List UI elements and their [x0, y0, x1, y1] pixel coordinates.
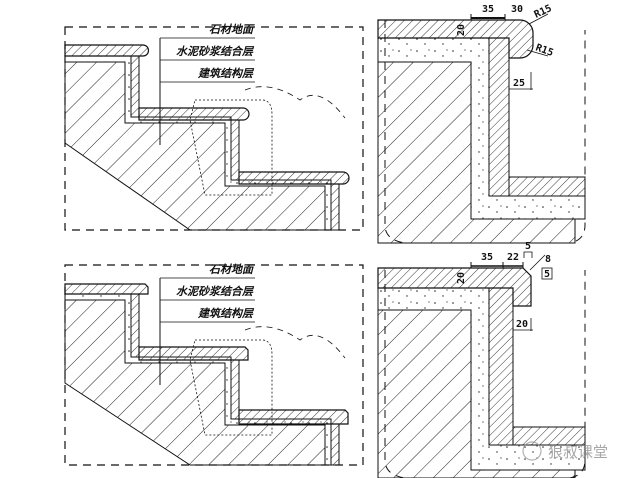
dim-gap: 5 — [525, 241, 531, 252]
detail-callout — [189, 99, 273, 196]
label-stone-floor: 石材地面 — [209, 23, 255, 36]
stone-riser — [330, 423, 340, 466]
stone-riser — [230, 119, 240, 181]
panel-bottom-right: 35 22 20 5 8 5 20 — [377, 241, 586, 478]
structure-layer — [64, 299, 326, 466]
panel-bottom-left: 石材地面 水泥砂浆结合层 建筑结构层 — [64, 263, 364, 466]
stone-tread — [138, 346, 249, 361]
stone-riser — [330, 183, 340, 231]
stone-riser — [130, 55, 140, 118]
stone-tread — [238, 171, 350, 185]
dim-thickness: 20 — [456, 24, 467, 36]
label-mortar-layer: 水泥砂浆结合层 — [176, 285, 255, 298]
stone-tread — [377, 267, 532, 307]
dim-radius-top: R15 — [533, 3, 554, 21]
detail-callout — [189, 339, 273, 436]
dim-top-a: 35 — [481, 252, 493, 263]
label-structure-layer: 建筑结构层 — [197, 67, 255, 80]
panel-top-right: 35 30 20 R15 R15 25 — [377, 3, 586, 244]
stone-tread-lower — [512, 426, 586, 446]
dim-top-b: 22 — [507, 252, 519, 263]
stone-tread — [64, 283, 149, 295]
stone-tread — [238, 409, 349, 425]
stone-riser — [488, 287, 514, 446]
panel-top-left: 石材地面 水泥砂浆结合层 建筑结构层 — [64, 23, 364, 231]
stone-riser — [130, 293, 140, 358]
dim-chamfer-a: 8 — [545, 254, 551, 265]
stone-tread — [377, 19, 534, 59]
watermark-logo-icon — [522, 441, 542, 461]
dim-top-b: 30 — [511, 4, 523, 15]
watermark: 狠叔课堂 — [522, 441, 608, 461]
label-stone-floor: 石材地面 — [209, 263, 255, 276]
dim-radius-bottom: R15 — [534, 42, 555, 59]
stone-tread — [138, 107, 250, 121]
stone-tread-lower — [508, 176, 586, 197]
stone-riser — [488, 37, 510, 197]
watermark-text: 狠叔课堂 — [548, 443, 608, 461]
label-structure-layer: 建筑结构层 — [197, 307, 255, 320]
label-mortar-layer: 水泥砂浆结合层 — [176, 45, 255, 58]
dim-chamfer-b: 5 — [544, 269, 550, 280]
dim-riser: 25 — [513, 78, 525, 89]
stone-tread — [64, 44, 150, 57]
dim-riser: 20 — [516, 319, 528, 330]
stone-riser — [230, 359, 240, 420]
dim-thickness: 20 — [456, 272, 467, 284]
dim-top-a: 35 — [482, 4, 494, 15]
